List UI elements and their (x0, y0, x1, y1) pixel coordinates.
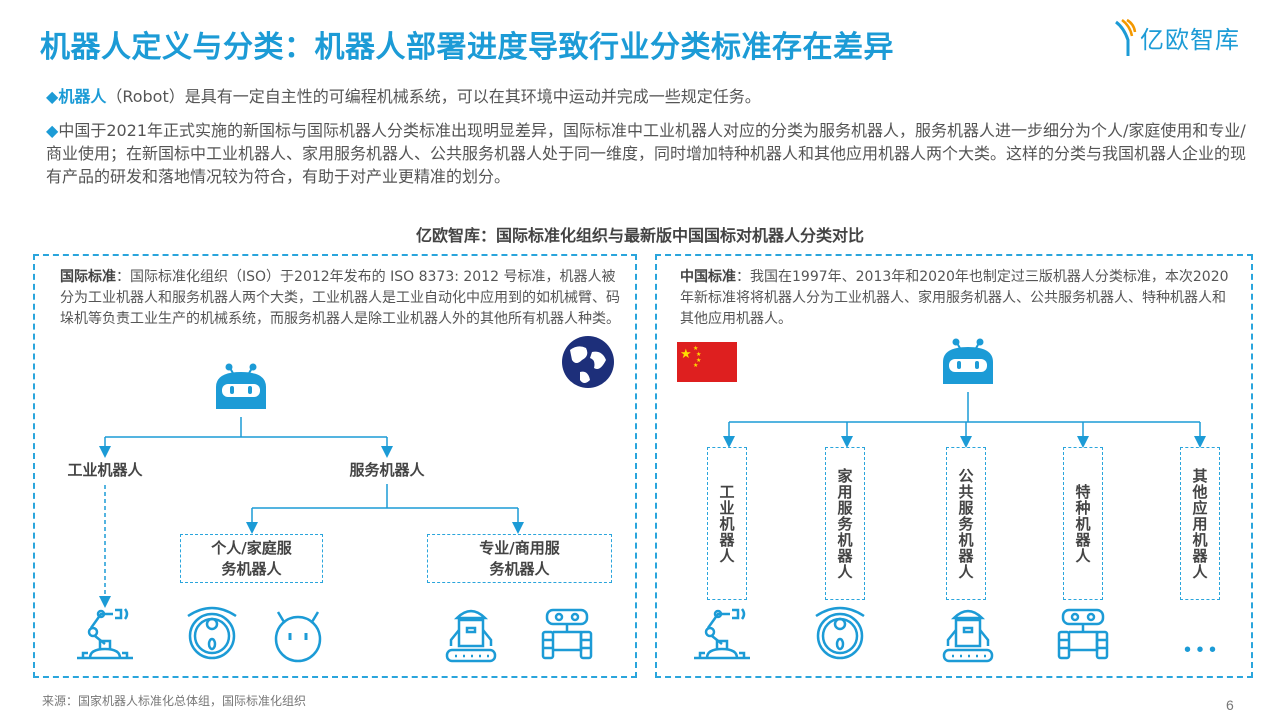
definition-paragraph: ◆机器人（Robot）是具有一定自主性的可编程机械系统，可以在其环境中运动并完成… (46, 85, 1246, 108)
svg-text:★: ★ (693, 345, 698, 352)
source-note: 来源：国家机器人标准化总体组，国际标准化组织 (42, 694, 307, 708)
category-special: 特种机器人 (1063, 447, 1103, 600)
category-public-service: 公共服务机器人 (946, 447, 986, 600)
industrial-arm-icon (75, 607, 135, 660)
china-text: ：我国在1997年、2013年和2020年也制定过三版机器人分类标准，本次202… (680, 269, 1229, 327)
china-tree-lines (723, 392, 1206, 448)
comparison-text: 中国于2021年正式实施的新国标与国际机器人分类标准出现明显差异，国际标准中工业… (46, 121, 1247, 186)
svg-text:★: ★ (696, 357, 701, 364)
iso-description: 国际标准：国际标准化组织（ISO）于2012年发布的 ISO 8373: 201… (60, 267, 620, 330)
term-robot: 机器人 (58, 87, 107, 106)
professional-service-robot-box: 专业/商用服务机器人 (427, 534, 612, 583)
iso-tree-lines (99, 417, 524, 608)
china-flag-icon: ★ ★ ★ ★ ★ (677, 342, 737, 382)
svg-text:★: ★ (680, 346, 692, 361)
public-service-robot-icon (942, 609, 994, 663)
comparison-paragraph: ◆中国于2021年正式实施的新国标与国际机器人分类标准出现明显差异，国际标准中工… (46, 119, 1246, 188)
category-other: 其他应用机器人 (1180, 447, 1220, 600)
china-term: 中国标准 (680, 269, 736, 285)
industrial-robot-label: 工业机器人 (67, 461, 143, 479)
personal-service-robot-box: 个人/家庭服务机器人 (180, 534, 323, 583)
industrial-arm-icon (692, 607, 752, 660)
iso-term: 国际标准 (60, 269, 116, 285)
diagram-title: 亿欧智库：国际标准化组织与最新版中国国标对机器人分类对比 (415, 226, 864, 245)
iso-standard-panel (33, 254, 637, 678)
logo-text: 亿欧智库 (1140, 26, 1240, 54)
companion-robot-icon (274, 610, 322, 663)
china-description: 中国标准：我国在1997年、2013年和2020年也制定过三版机器人分类标准，本… (680, 267, 1235, 330)
category-household-service: 家用服务机器人 (825, 447, 865, 600)
category-industrial: 工业机器人 (707, 447, 747, 600)
service-robot-label: 服务机器人 (349, 461, 425, 479)
robot-head-icon (215, 362, 267, 410)
rover-robot-icon (541, 608, 593, 660)
page-title: 机器人定义与分类：机器人部署进度导致行业分类标准存在差异 (40, 30, 894, 65)
vacuum-robot-icon (186, 606, 238, 660)
page-number: 6 (1226, 697, 1234, 713)
definition-text: （Robot）是具有一定自主性的可编程机械系统，可以在其环境中运动并完成一些规定… (106, 87, 761, 106)
service-robot-icon (445, 609, 497, 663)
bullet-icon: ◆ (46, 87, 59, 106)
more-icon: • • • (1183, 639, 1217, 661)
china-standard-panel (655, 254, 1253, 678)
robot-head-icon (942, 337, 994, 385)
special-robot-icon (1057, 608, 1109, 660)
svg-text:★: ★ (693, 362, 698, 369)
iso-text: ：国际标准化组织（ISO）于2012年发布的 ISO 8373: 2012 号标… (60, 269, 620, 327)
globe-icon (562, 336, 614, 388)
svg-text:★: ★ (696, 351, 701, 358)
vacuum-robot-icon (814, 606, 866, 660)
bullet-icon: ◆ (46, 121, 59, 140)
